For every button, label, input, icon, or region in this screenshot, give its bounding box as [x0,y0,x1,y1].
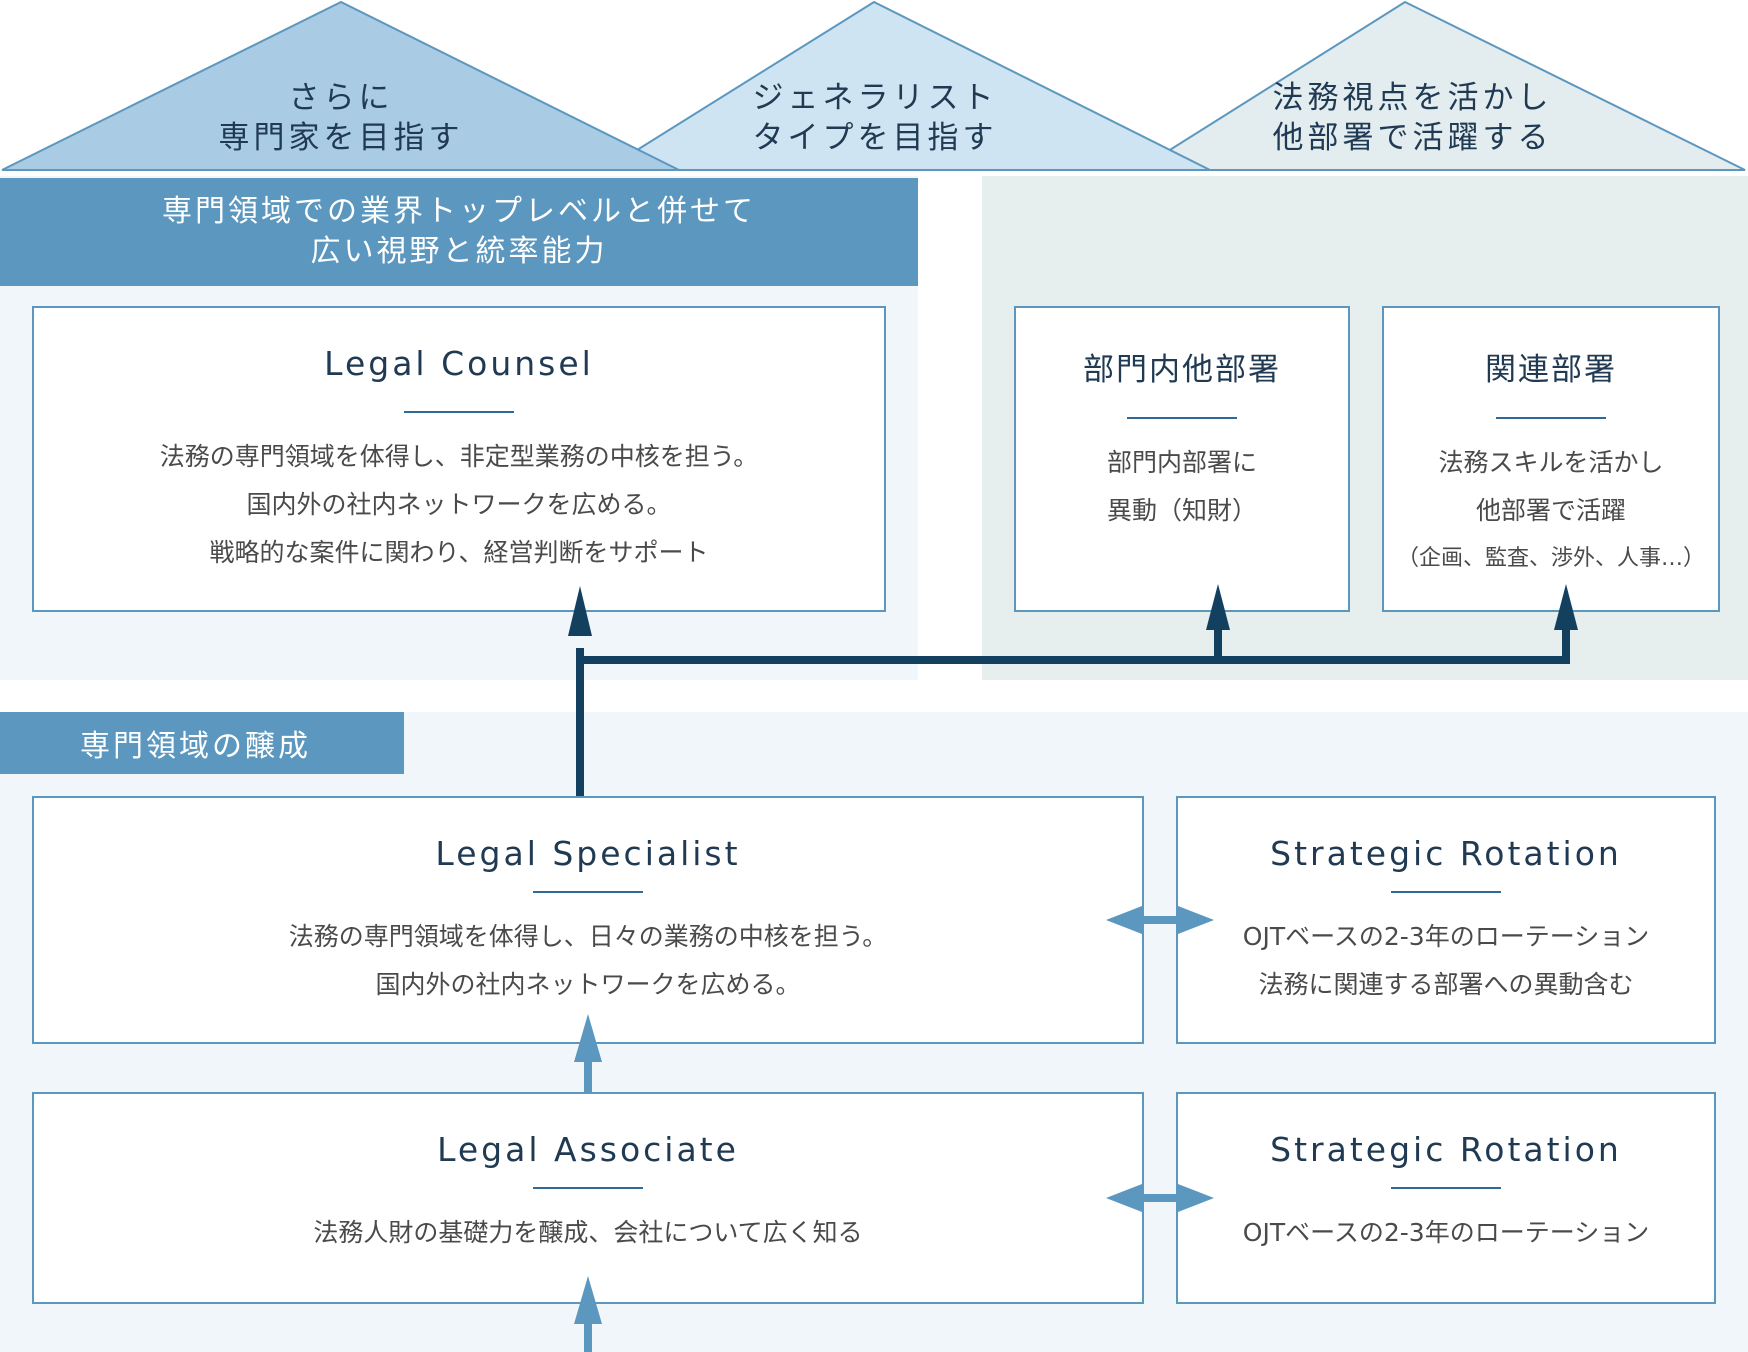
roof-middle-line1: ジェネラリスト [752,80,998,116]
legal-associate-description: 法務人財の基礎力を醸成、会社について広く知る [34,1209,1142,1257]
arrow-up-to-specialist-icon [574,1014,602,1062]
rotation-upper-title: Strategic Rotation [1270,834,1622,873]
legal-associate-title: Legal Associate [437,1130,739,1169]
rotation-upper-description: OJTベースの2-3年のローテーション 法務に関連する部署への異動含む [1178,913,1714,1009]
roof-left-line2: 専門家を目指す [218,120,464,156]
roof-middle [601,0,1211,171]
rotation-lower-double-arrow-icon [1106,1184,1214,1212]
rotation-upper-double-arrow-icon [1106,906,1214,934]
legal-specialist-title: Legal Specialist [435,834,741,873]
arrow-up-to-related-icon [1554,584,1578,630]
dept-internal-title: 部門内他部署 [1083,352,1281,388]
dept-related-title: 関連部署 [1485,352,1617,388]
lower-banner: 専門領域の醸成 [0,712,404,774]
rotation-lower-description: OJTベースの2-3年のローテーション [1178,1209,1714,1257]
legal-associate-line1: 法務人財の基礎力を醸成、会社について広く知る [313,1218,863,1247]
rotation-upper-box: Strategic Rotation OJTベースの2-3年のローテーション 法… [1176,796,1716,1044]
roof-right-line2: 他部署で活躍する [1272,120,1553,156]
legal-specialist-box: Legal Specialist 法務の専門領域を体得し、日々の業務の中核を担う… [32,796,1144,1044]
dept-internal-line2: 異動（知財） [1106,496,1257,525]
legal-counsel-box: Legal Counsel 法務の専門領域を体得し、非定型業務の中核を担う。 国… [32,306,886,612]
dept-internal-divider [1127,417,1237,419]
roof-middle-label: ジェネラリスト タイプを目指す [690,78,1060,158]
rotation-lower-title: Strategic Rotation [1270,1130,1622,1169]
dept-related-line2: 他部署で活躍 [1475,496,1626,525]
dept-related-divider [1496,417,1606,419]
legal-specialist-line2: 国内外の社内ネットワークを広める。 [375,970,801,999]
roof-right-line1: 法務視点を活かし [1272,80,1553,116]
roof-left [1,0,680,171]
dept-related-box: 関連部署 法務スキルを活かし 他部署で活躍 （企画、監査、渉外、人事…） [1382,306,1720,612]
legal-counsel-line1: 法務の専門領域を体得し、非定型業務の中核を担う。 [159,442,759,471]
legal-counsel-line2: 国内外の社内ネットワークを広める。 [246,490,672,519]
roof-left-line1: さらに [288,80,394,116]
dept-internal-box: 部門内他部署 部門内部署に 異動（知財） [1014,306,1350,612]
roof-middle-line2: タイプを目指す [752,120,998,156]
legal-associate-divider [533,1187,643,1189]
legal-counsel-line3: 戦略的な案件に関わり、経営判断をサポート [209,538,709,567]
legal-associate-box: Legal Associate 法務人財の基礎力を醸成、会社について広く知る [32,1092,1144,1304]
dept-related-description: 法務スキルを活かし 他部署で活躍 （企画、監査、渉外、人事…） [1384,439,1718,583]
dept-related-note: （企画、監査、渉外、人事…） [1396,546,1705,571]
rotation-lower-line1: OJTベースの2-3年のローテーション [1242,1218,1650,1247]
upper-banner: 専門領域での業界トップレベルと併せて 広い視野と統率能力 [0,178,918,286]
roof-left-label: さらに 専門家を目指す [160,78,522,158]
rotation-lower-box: Strategic Rotation OJTベースの2-3年のローテーション [1176,1092,1716,1304]
dept-related-line1: 法務スキルを活かし [1438,448,1664,477]
legal-counsel-title: Legal Counsel [324,344,594,383]
legal-specialist-line1: 法務の専門領域を体得し、日々の業務の中核を担う。 [288,922,888,951]
rotation-upper-line1: OJTベースの2-3年のローテーション [1242,922,1650,951]
legal-specialist-divider [533,891,643,893]
rotation-upper-divider [1391,891,1501,893]
dept-internal-line1: 部門内部署に [1106,448,1257,477]
roof-right [1134,0,1746,171]
arrow-up-to-associate-icon [574,1276,602,1324]
roof-right-label: 法務視点を活かし 他部署で活躍する [1220,78,1605,158]
upper-banner-line2: 広い視野と統率能力 [310,234,608,269]
arrow-up-to-internal-icon [1206,584,1230,630]
dept-internal-description: 部門内部署に 異動（知財） [1016,439,1348,535]
rotation-upper-line2: 法務に関連する部署への異動含む [1258,970,1634,999]
legal-counsel-divider [404,411,514,413]
lower-banner-label: 専門領域の醸成 [80,729,311,764]
rotation-lower-divider [1391,1187,1501,1189]
arrow-up-to-counsel-icon [568,586,592,636]
legal-specialist-description: 法務の専門領域を体得し、日々の業務の中核を担う。 国内外の社内ネットワークを広め… [34,913,1142,1009]
legal-counsel-description: 法務の専門領域を体得し、非定型業務の中核を担う。 国内外の社内ネットワークを広め… [34,433,884,577]
upper-banner-line1: 専門領域での業界トップレベルと併せて [162,194,756,229]
